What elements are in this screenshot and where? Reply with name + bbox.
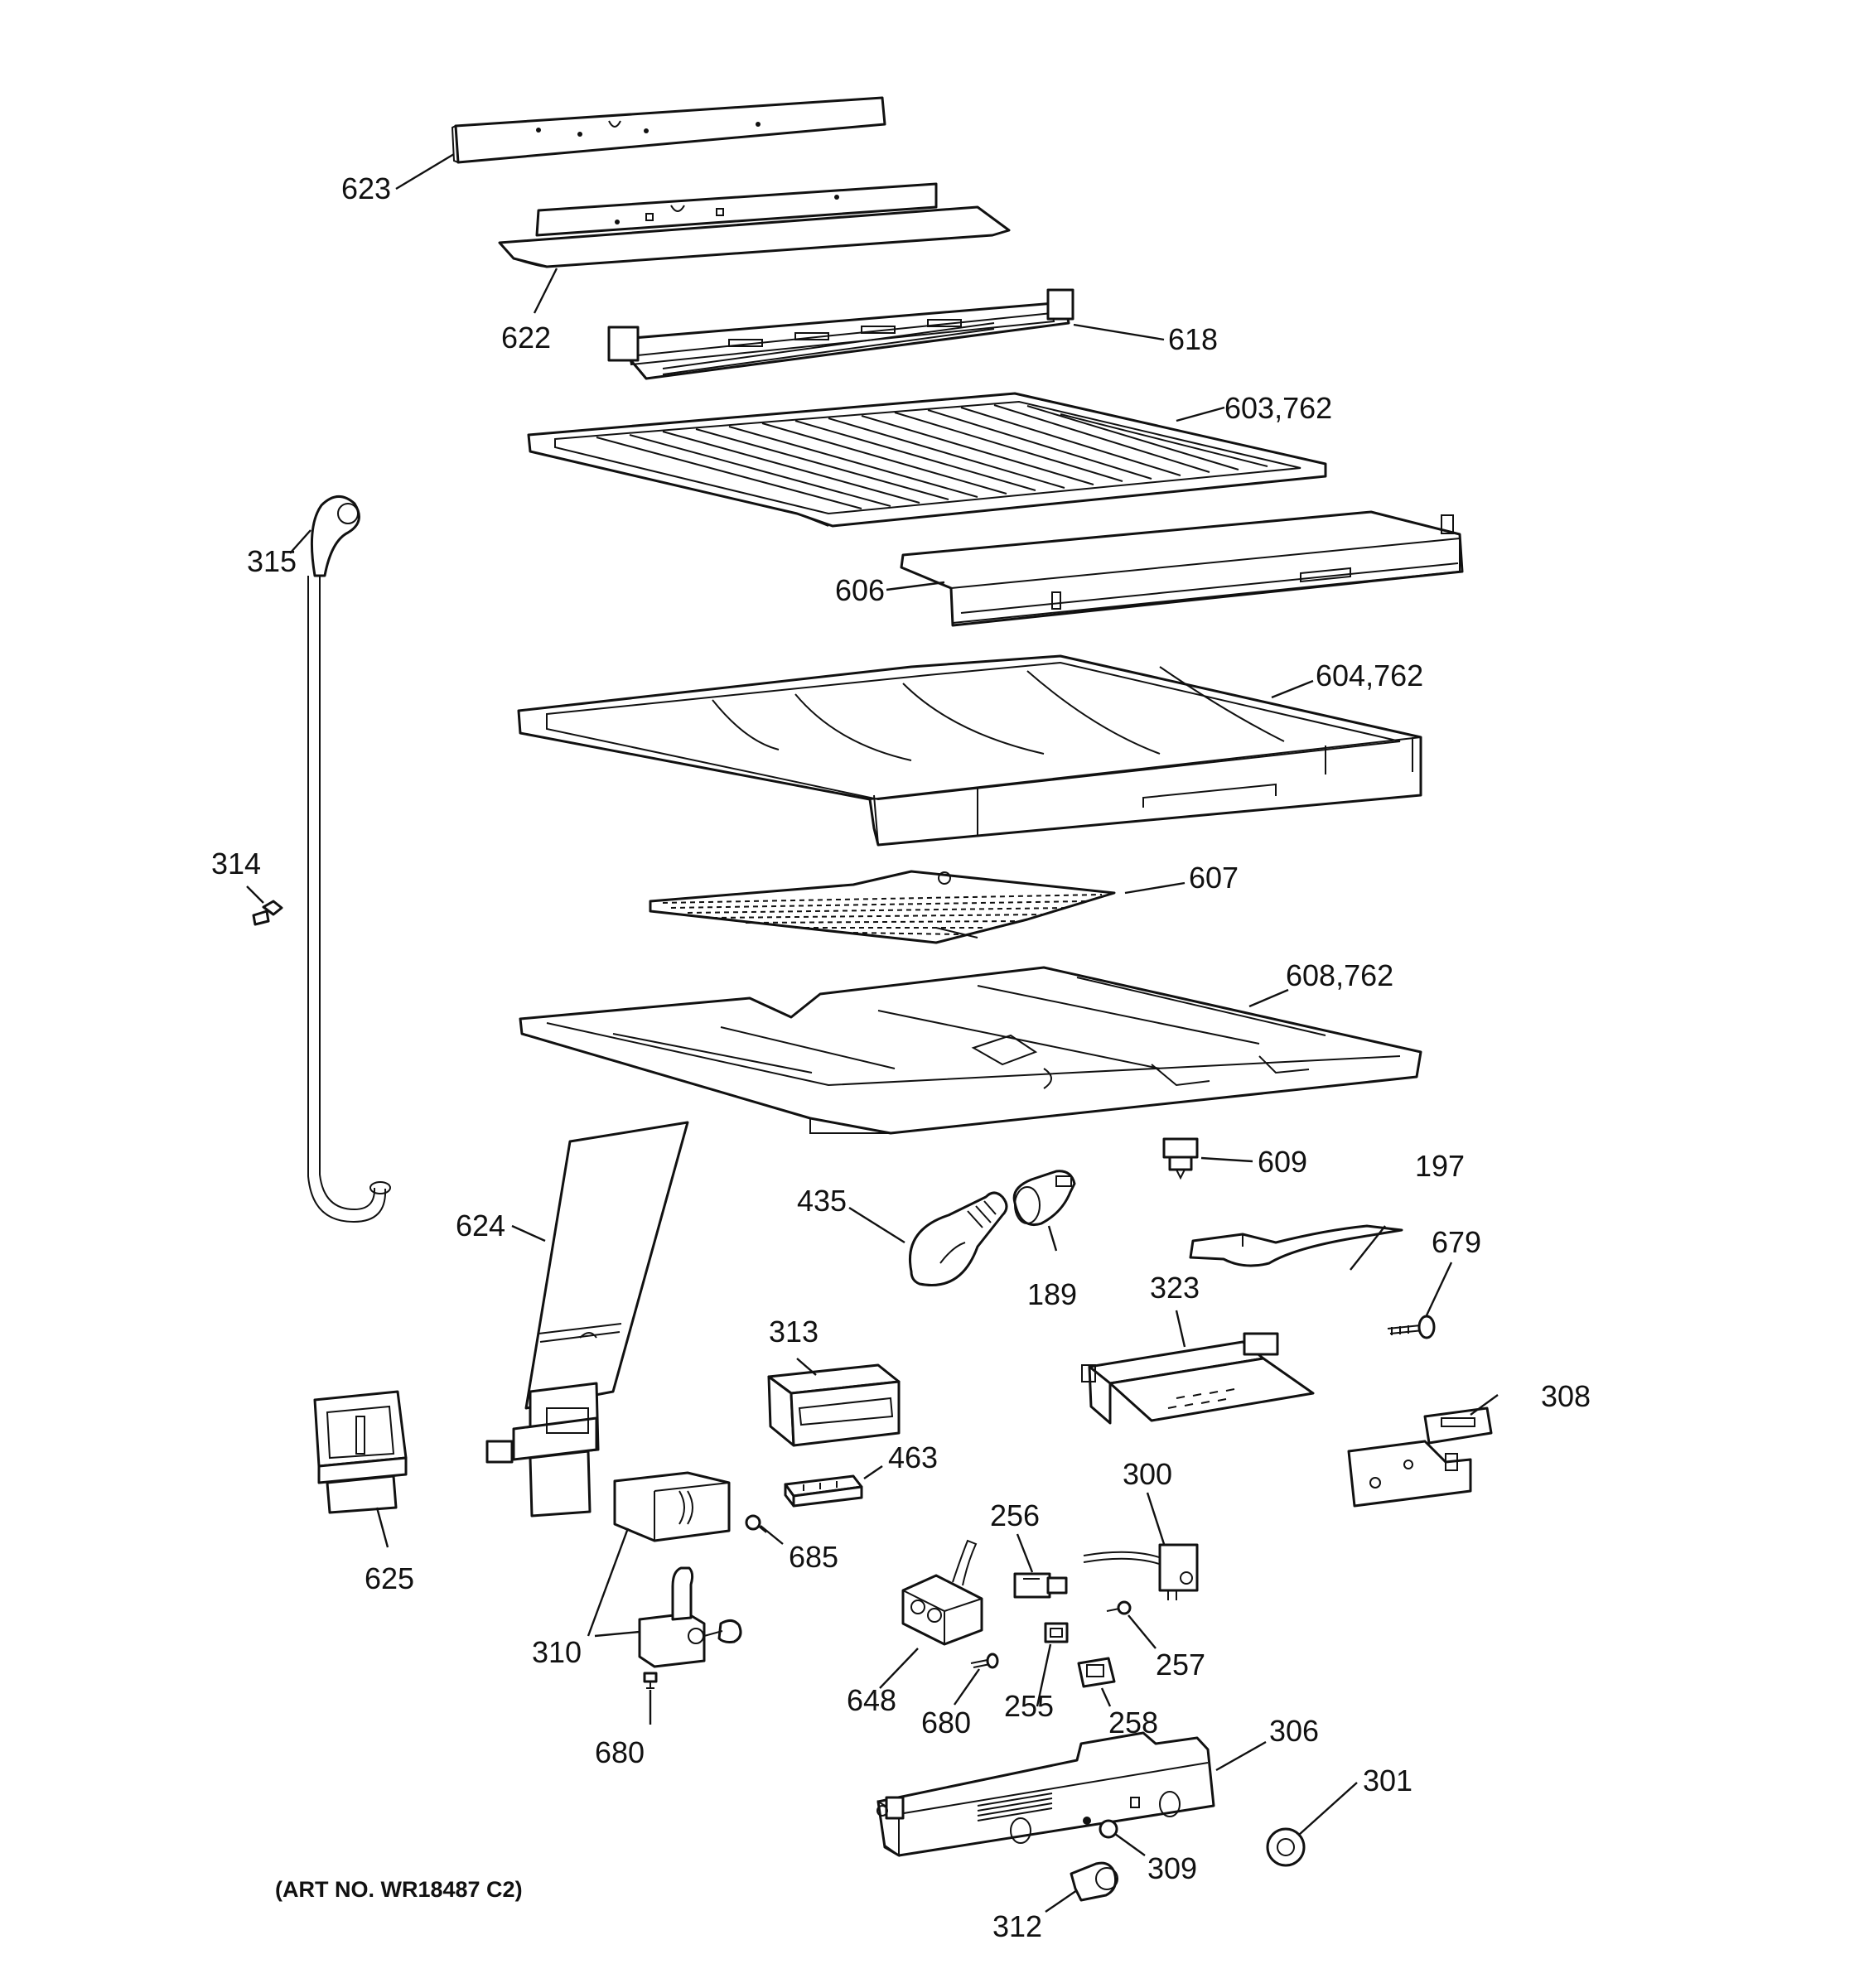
part-618-bracket bbox=[607, 288, 1074, 380]
label-309: 309 bbox=[1147, 1851, 1197, 1885]
part-256-switch bbox=[1013, 1572, 1068, 1599]
part-435-bulb bbox=[909, 1191, 1008, 1286]
label-680-b: 680 bbox=[595, 1735, 645, 1769]
slot-pattern bbox=[1167, 1388, 1235, 1409]
part-679-screw bbox=[1387, 1315, 1436, 1339]
label-197: 197 bbox=[1415, 1149, 1465, 1183]
label-308: 308 bbox=[1541, 1379, 1591, 1413]
part-255-button bbox=[1044, 1622, 1069, 1643]
part-labels: 623 622 618 603,762 315 606 604,762 314 … bbox=[211, 171, 1591, 1943]
label-301: 301 bbox=[1363, 1764, 1412, 1797]
part-257-screw bbox=[1106, 1600, 1132, 1615]
part-606-cover bbox=[900, 510, 1464, 627]
leader-lines bbox=[246, 152, 1499, 1913]
label-256: 256 bbox=[990, 1498, 1040, 1532]
label-603-762: 603,762 bbox=[1224, 391, 1332, 425]
label-607: 607 bbox=[1189, 861, 1239, 895]
part-258-button bbox=[1077, 1657, 1116, 1688]
label-463: 463 bbox=[888, 1440, 938, 1474]
part-463-knob bbox=[784, 1474, 863, 1508]
label-300: 300 bbox=[1123, 1457, 1172, 1491]
label-314: 314 bbox=[211, 847, 261, 881]
part-309-spacer bbox=[1099, 1819, 1118, 1839]
label-623: 623 bbox=[341, 171, 391, 205]
label-622: 622 bbox=[501, 321, 551, 355]
part-301-knob bbox=[1266, 1827, 1306, 1867]
label-609: 609 bbox=[1258, 1145, 1307, 1179]
label-679: 679 bbox=[1432, 1225, 1481, 1259]
label-685: 685 bbox=[789, 1540, 838, 1574]
art-number: (ART NO. WR18487 C2) bbox=[275, 1877, 523, 1902]
part-312-knob bbox=[1070, 1861, 1118, 1902]
label-315: 315 bbox=[247, 544, 297, 578]
part-306-housing bbox=[876, 1731, 1215, 1857]
part-323-bracket bbox=[1081, 1332, 1315, 1425]
label-310: 310 bbox=[532, 1635, 582, 1669]
label-323: 323 bbox=[1150, 1271, 1200, 1305]
vent-lines bbox=[977, 1793, 1053, 1822]
part-685-screw bbox=[745, 1514, 767, 1533]
part-308-plate bbox=[1347, 1407, 1493, 1508]
label-258: 258 bbox=[1108, 1706, 1158, 1740]
label-435: 435 bbox=[797, 1184, 847, 1218]
part-310-control bbox=[613, 1471, 742, 1668]
label-606: 606 bbox=[835, 573, 885, 607]
label-313: 313 bbox=[769, 1315, 819, 1349]
part-314-clip bbox=[252, 900, 283, 926]
shelf-ribs bbox=[596, 404, 1268, 509]
label-312: 312 bbox=[992, 1909, 1042, 1943]
label-618: 618 bbox=[1168, 322, 1218, 356]
label-306: 306 bbox=[1269, 1714, 1319, 1748]
label-604-762: 604,762 bbox=[1316, 659, 1423, 692]
part-604-pan bbox=[517, 654, 1422, 847]
part-197-strap bbox=[1189, 1224, 1403, 1267]
part-608-pan bbox=[519, 966, 1422, 1135]
part-648-relay bbox=[901, 1539, 983, 1646]
mesh-pattern bbox=[662, 894, 1103, 935]
label-680-a: 680 bbox=[921, 1706, 971, 1740]
part-189-socket bbox=[1012, 1170, 1076, 1226]
label-625: 625 bbox=[365, 1561, 414, 1595]
part-603-shelf bbox=[527, 392, 1327, 528]
part-315-tube bbox=[307, 495, 391, 1223]
part-625-housing bbox=[313, 1390, 408, 1514]
part-680-screw-b bbox=[970, 1653, 999, 1669]
part-623-strip bbox=[451, 96, 886, 164]
part-609-sensor bbox=[1162, 1137, 1199, 1180]
part-624-duct bbox=[485, 1121, 689, 1518]
label-189: 189 bbox=[1027, 1277, 1077, 1311]
part-680-screw-a bbox=[643, 1672, 658, 1689]
part-313-cover bbox=[767, 1363, 901, 1447]
label-255: 255 bbox=[1004, 1689, 1054, 1723]
label-648: 648 bbox=[847, 1683, 896, 1717]
label-608-762: 608,762 bbox=[1286, 958, 1393, 992]
label-257: 257 bbox=[1156, 1648, 1205, 1682]
part-607-mesh bbox=[649, 870, 1116, 944]
part-300-switch bbox=[1083, 1543, 1199, 1600]
part-622-cover bbox=[498, 182, 1011, 268]
label-624: 624 bbox=[456, 1209, 505, 1242]
